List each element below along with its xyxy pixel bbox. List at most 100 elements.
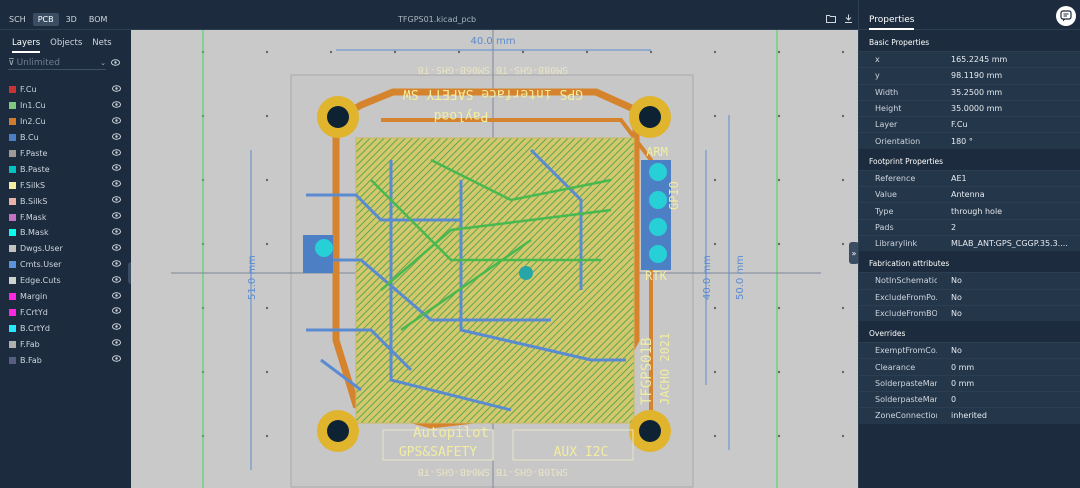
layer-name: F.Mask [20, 212, 47, 222]
grid-dot [713, 50, 717, 54]
eye-icon[interactable] [112, 323, 121, 333]
property-row: Librarylink MLAB_ANT:GPS_CGGP.35.3.... [859, 234, 1080, 252]
property-value: MLAB_ANT:GPS_CGGP.35.3.... [951, 239, 1068, 249]
eye-icon[interactable] [112, 228, 121, 238]
tab-layers[interactable]: Layers [12, 38, 41, 53]
tab-objects[interactable]: Objects [50, 38, 83, 48]
layer-row[interactable]: B.SilkS [0, 193, 131, 209]
pcb-drawing: 40.0 mm 51.0 mm 40.0 mm 50.0 mm SM08B-GH… [171, 30, 845, 488]
section-title: Basic Properties [869, 38, 930, 47]
grid-dot [777, 306, 781, 310]
property-value: 98.1190 mm [951, 71, 1003, 81]
grid-dot [457, 50, 461, 54]
layer-row[interactable]: F.Cu [0, 82, 131, 98]
eye-icon[interactable] [112, 275, 121, 286]
tab-nets[interactable]: Nets [92, 38, 112, 48]
grid-dot [841, 50, 845, 54]
grid-dot [265, 306, 269, 310]
pcb-canvas[interactable]: 40.0 mm 51.0 mm 40.0 mm 50.0 mm SM08B-GH… [131, 30, 858, 488]
property-value: 0 [951, 395, 957, 405]
layer-row[interactable]: F.Mask [0, 209, 131, 225]
layer-filter-select[interactable]: ⊽ Unlimited ⌄ [8, 57, 106, 70]
grid-dot [777, 434, 781, 438]
layer-row[interactable]: Cmts.User [0, 257, 131, 273]
layer-row[interactable]: B.Mask [0, 225, 131, 241]
layer-row[interactable]: Margin [0, 289, 131, 305]
eye-icon[interactable] [112, 180, 121, 190]
eye-icon[interactable] [112, 307, 121, 317]
traces-in1 [370, 158, 612, 332]
properties-title[interactable]: Properties [869, 15, 915, 30]
layer-row[interactable]: B.Fab [0, 352, 131, 368]
tab-pcb[interactable]: PCB [32, 13, 59, 26]
tab-bom[interactable]: BOM [88, 15, 108, 24]
grid-dot [841, 434, 845, 438]
eye-icon[interactable] [112, 116, 121, 127]
filter-icon: ⊽ [8, 58, 15, 68]
chat-button[interactable] [1056, 6, 1076, 26]
layer-name: Dwgs.User [20, 244, 63, 254]
eye-icon[interactable] [112, 339, 121, 349]
property-value: No [951, 292, 962, 302]
layer-row[interactable]: In2.Cu [0, 114, 131, 130]
layer-name: B.Mask [20, 228, 49, 238]
layer-color-swatch [9, 102, 16, 110]
layer-row[interactable]: F.Paste [0, 146, 131, 162]
layer-row[interactable]: Edge.Cuts [0, 273, 131, 289]
grid-dot [841, 242, 845, 246]
property-value: inherited [951, 411, 987, 421]
eye-icon[interactable] [112, 244, 121, 254]
property-key: NotInSchematic [875, 276, 937, 286]
silk-gpio: GPIO [667, 181, 681, 210]
layer-color-swatch [9, 229, 16, 237]
grid-dot [841, 178, 845, 182]
layer-row[interactable]: F.CrtYd [0, 304, 131, 320]
eye-icon[interactable] [112, 148, 121, 159]
layer-row[interactable]: B.Paste [0, 161, 131, 177]
download-icon[interactable] [844, 14, 853, 26]
tab-3d[interactable]: 3D [65, 15, 77, 24]
chat-icon [1060, 10, 1072, 22]
property-value: 0 mm [951, 362, 975, 372]
collapse-right-button[interactable]: » [849, 242, 859, 264]
layer-row[interactable]: F.SilkS [0, 177, 131, 193]
eye-icon[interactable] [112, 132, 121, 143]
tab-sch[interactable]: SCH [9, 15, 26, 24]
grid-dot [841, 370, 845, 374]
grid-dot [265, 50, 269, 54]
layer-row[interactable]: Dwgs.User [0, 241, 131, 257]
property-key: Reference [875, 173, 916, 183]
layer-row[interactable]: F.Fab [0, 336, 131, 352]
layer-row[interactable]: In1.Cu [0, 98, 131, 114]
property-key: Librarylink [875, 239, 918, 249]
grid-dot [329, 50, 333, 54]
eye-icon[interactable] [112, 212, 121, 222]
property-key: ExemptFromCo... [875, 346, 937, 356]
property-key: Width [875, 87, 899, 97]
eye-icon[interactable] [112, 355, 121, 365]
eye-icon[interactable] [112, 85, 121, 95]
grid-dot [713, 434, 717, 438]
eye-icon[interactable] [112, 196, 121, 206]
dim-left: 51.0 mm [247, 255, 258, 300]
eye-icon[interactable] [112, 291, 121, 302]
layer-row[interactable]: B.CrtYd [0, 320, 131, 336]
folder-icon[interactable] [826, 14, 836, 26]
eye-icon[interactable] [112, 164, 121, 174]
layer-name: B.CrtYd [20, 323, 51, 333]
eye-icon[interactable] [112, 259, 121, 270]
layer-color-swatch [9, 261, 16, 269]
eye-icon[interactable] [112, 101, 121, 111]
layer-color-swatch [9, 213, 16, 221]
eye-icon[interactable] [111, 59, 120, 69]
chevron-down-icon: ⌄ [100, 59, 106, 67]
layer-row[interactable]: B.Cu [0, 130, 131, 146]
